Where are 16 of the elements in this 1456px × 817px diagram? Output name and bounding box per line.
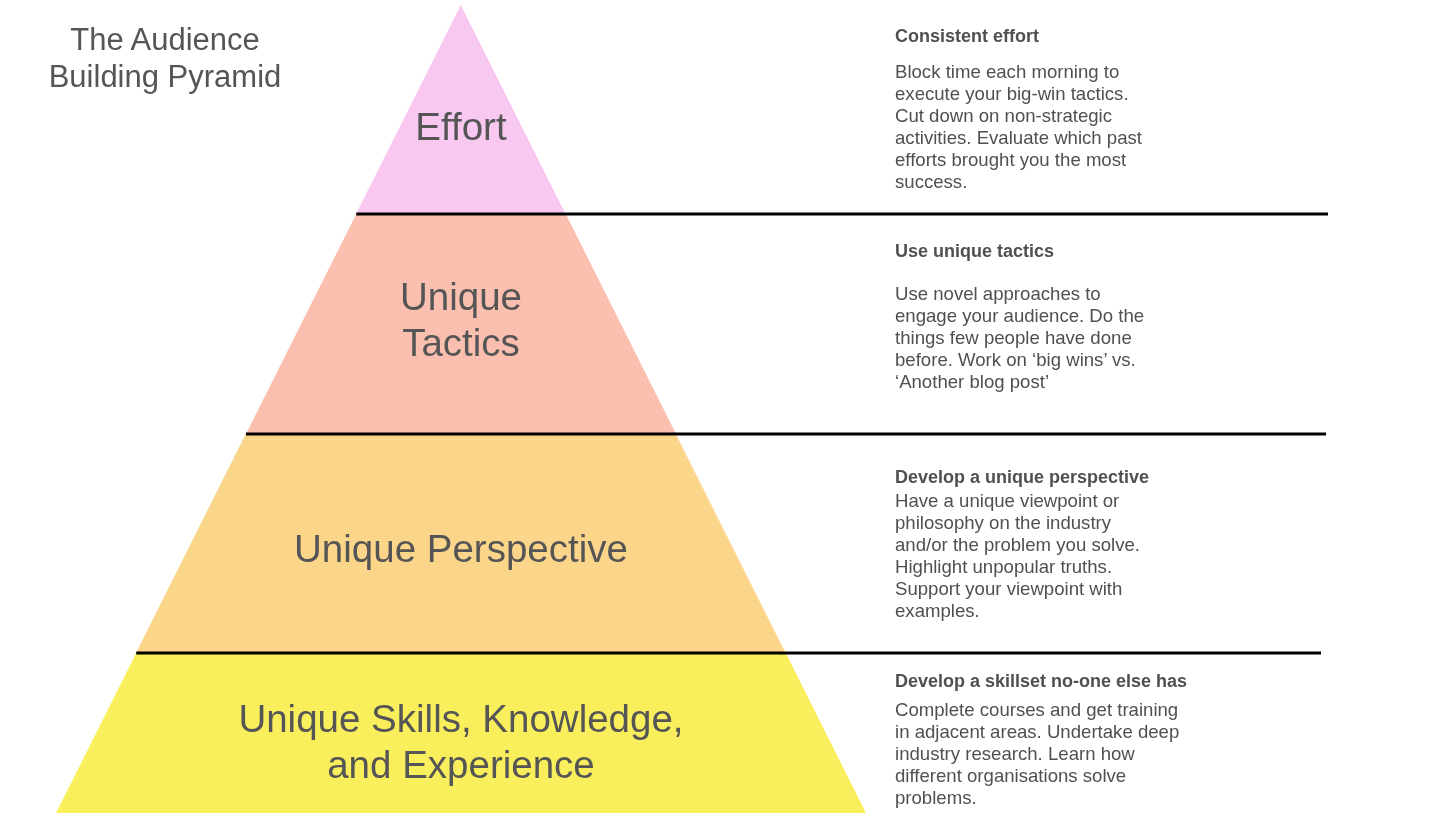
pyramid-tier: [136, 434, 786, 653]
pyramid-tier: [56, 653, 866, 813]
description-text: Have a unique viewpoint or philosophy on the industry and/or the problem you solve. Highlight unpopular truths. Support your viewpoint with examples.: [895, 490, 1141, 622]
description-text: Complete courses and get training in adjacent areas. Undertake deep industry research. Learn how different organisations solve problems.: [895, 699, 1181, 809]
description-heading: Consistent effort: [895, 25, 1040, 47]
tier-label: Unique Skills, Knowledge, and Experience: [237, 696, 685, 788]
tier-label: Effort: [414, 104, 508, 150]
diagram-title: The Audience Building Pyramid: [47, 21, 283, 95]
pyramid-tier: [246, 214, 676, 434]
description-heading: Develop a unique perspective: [895, 466, 1151, 488]
description-text: Use novel approaches to engage your audience. Do the things few people have done before. Work on ‘big wins’ vs. ‘Another blog post’: [895, 283, 1146, 393]
description-heading: Use unique tactics: [895, 240, 1056, 262]
tier-label: Unique Tactics: [398, 274, 523, 366]
tier-label: Unique Perspective: [293, 526, 629, 572]
description-heading: Develop a skillset no-one else has: [895, 670, 1189, 692]
description-text: Block time each morning to execute your big-win tactics. Cut down on non-strategic activities. Evaluate which past efforts brought you the most success.: [895, 61, 1143, 193]
